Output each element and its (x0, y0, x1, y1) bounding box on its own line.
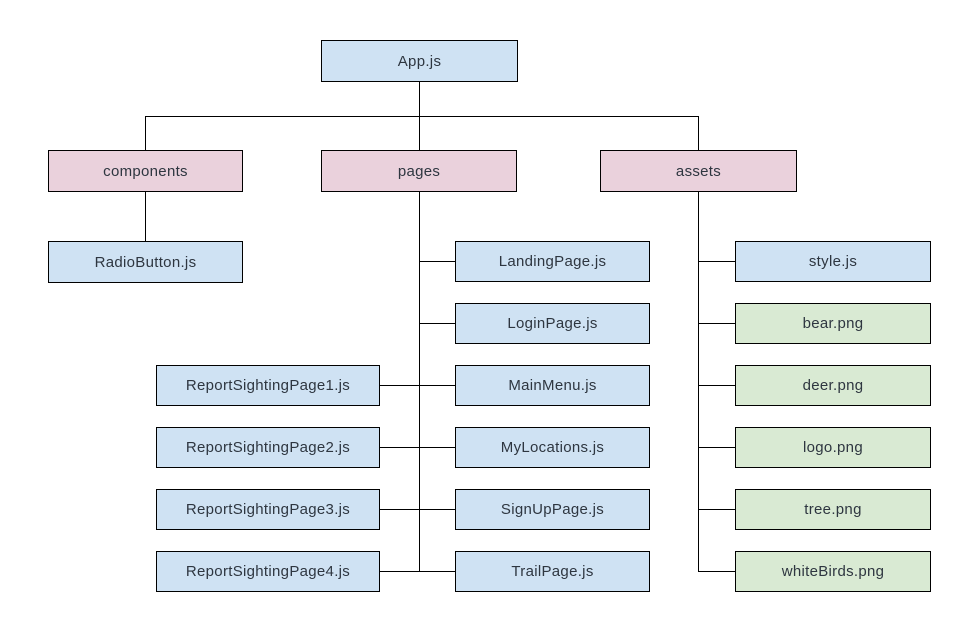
connector-assets-2 (698, 323, 736, 324)
node-folder-components: components (48, 150, 243, 192)
connector-app-trunk (419, 82, 420, 116)
node-reportsightingpage1-js: ReportSightingPage1.js (156, 365, 380, 406)
node-folder-pages: pages (321, 150, 517, 192)
connector-components-child (145, 192, 146, 241)
connector-drop-components (145, 116, 146, 151)
connector-pages-right-3 (419, 385, 456, 386)
connector-assets-5 (698, 509, 736, 510)
node-app-js: App.js (321, 40, 518, 82)
node-radiobutton-js: RadioButton.js (48, 241, 243, 283)
node-tree-png: tree.png (735, 489, 931, 530)
connector-drop-assets (698, 116, 699, 151)
node-mainmenu-js: MainMenu.js (455, 365, 650, 406)
connector-pages-left-4 (380, 571, 419, 572)
connector-pages-left-1 (380, 385, 419, 386)
connector-pages-trunk (419, 192, 420, 572)
node-signuppage-js: SignUpPage.js (455, 489, 650, 530)
node-trailpage-js: TrailPage.js (455, 551, 650, 592)
connector-pages-left-2 (380, 447, 419, 448)
connector-pages-right-4 (419, 447, 456, 448)
connector-assets-1 (698, 261, 736, 262)
connector-pages-right-1 (419, 261, 456, 262)
connector-drop-pages (419, 116, 420, 151)
node-mylocations-js: MyLocations.js (455, 427, 650, 468)
node-logo-png: logo.png (735, 427, 931, 468)
connector-pages-right-5 (419, 509, 456, 510)
node-reportsightingpage2-js: ReportSightingPage2.js (156, 427, 380, 468)
connector-assets-6 (698, 571, 736, 572)
node-loginpage-js: LoginPage.js (455, 303, 650, 344)
node-style-js: style.js (735, 241, 931, 282)
node-landingpage-js: LandingPage.js (455, 241, 650, 282)
node-reportsightingpage3-js: ReportSightingPage3.js (156, 489, 380, 530)
connector-pages-left-3 (380, 509, 419, 510)
connector-assets-3 (698, 385, 736, 386)
node-deer-png: deer.png (735, 365, 931, 406)
connector-assets-trunk (698, 192, 699, 572)
node-reportsightingpage4-js: ReportSightingPage4.js (156, 551, 380, 592)
node-whitebirds-png: whiteBirds.png (735, 551, 931, 592)
connector-top-bus (145, 116, 699, 117)
node-bear-png: bear.png (735, 303, 931, 344)
node-folder-assets: assets (600, 150, 797, 192)
connector-pages-right-2 (419, 323, 456, 324)
connector-pages-right-6 (419, 571, 456, 572)
connector-assets-4 (698, 447, 736, 448)
